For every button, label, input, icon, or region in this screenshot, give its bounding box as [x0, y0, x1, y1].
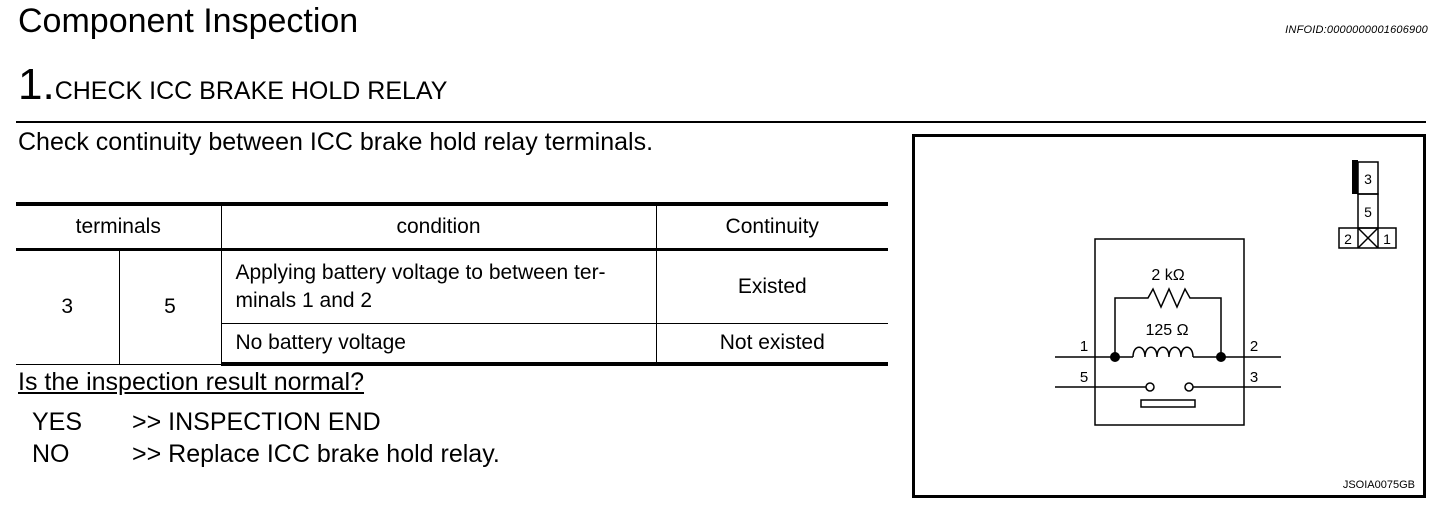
answer-text: >> Replace ICC brake hold relay. [132, 440, 500, 468]
connector-pin-middle: 5 [1364, 204, 1372, 220]
connector-pin-right: 1 [1383, 231, 1391, 247]
header-continuity: Continuity [655, 202, 888, 250]
answer-no: NO >> Replace ICC brake hold relay. [32, 440, 500, 469]
answer-label: YES [32, 408, 83, 436]
heading-rule [16, 121, 1426, 123]
instruction-text: Check continuity between ICC brake hold … [18, 128, 654, 156]
connector-pin-top: 3 [1364, 171, 1372, 187]
relay-diagram: 3 5 2 1 2 kΩ 125 Ω [912, 134, 1426, 498]
continuity-cell: Not existed [655, 323, 888, 366]
step-text: CHECK ICC BRAKE HOLD RELAY [54, 77, 448, 105]
switch-contact-left [1145, 382, 1155, 392]
answer-text: >> INSPECTION END [132, 408, 381, 436]
inspection-question: Is the inspection result normal? [18, 368, 365, 396]
table-row: 3 5 Applying battery voltage to between … [16, 248, 888, 365]
resistor-label: 2 kΩ [1151, 267, 1184, 284]
coil-label: 125 Ω [1145, 322, 1188, 339]
table-row: No battery voltage Not existed [16, 323, 888, 366]
step-number: 1. [18, 60, 55, 109]
figure-code: JSOIA0075GB [1342, 479, 1415, 491]
connector-pin-layout [1338, 160, 1397, 249]
relay-body [1094, 238, 1245, 426]
answer-label: NO [32, 440, 70, 468]
condition-cell: Applying battery voltage to between ter-… [220, 248, 657, 324]
header-terminals: terminals [16, 202, 222, 250]
step-heading: 1.CHECK ICC BRAKE HOLD RELAY [18, 60, 447, 110]
resistor-symbol [1114, 287, 1222, 357]
terminal-b-cell: 5 [118, 248, 222, 365]
junction-dot-right [1216, 352, 1226, 362]
pin-label-3: 3 [1250, 369, 1258, 386]
terminal-lines [1055, 356, 1281, 388]
switch-armature [1140, 399, 1196, 408]
continuity-table: terminals condition Continuity 3 5 Apply… [16, 202, 888, 366]
info-id: INFOID:0000000001606900 [1285, 24, 1428, 36]
pin-label-1: 1 [1080, 338, 1088, 355]
pin-label-5: 5 [1080, 369, 1088, 386]
header-condition: condition [220, 202, 657, 250]
junction-dot-left [1110, 352, 1120, 362]
answer-yes: YES >> INSPECTION END [32, 408, 381, 437]
table-header-row: terminals condition Continuity [16, 202, 888, 250]
switch-contact-right [1184, 382, 1194, 392]
continuity-cell: Existed [655, 248, 888, 324]
relay-schematic: 3 5 2 1 2 kΩ 125 Ω [1055, 160, 1397, 426]
page-title: Component Inspection [18, 2, 359, 40]
connector-pin-left: 2 [1344, 231, 1352, 247]
pin-label-2: 2 [1250, 338, 1258, 355]
coil-symbol [1115, 346, 1221, 358]
terminal-a-cell: 3 [16, 248, 120, 365]
condition-cell: No battery voltage [221, 323, 657, 366]
